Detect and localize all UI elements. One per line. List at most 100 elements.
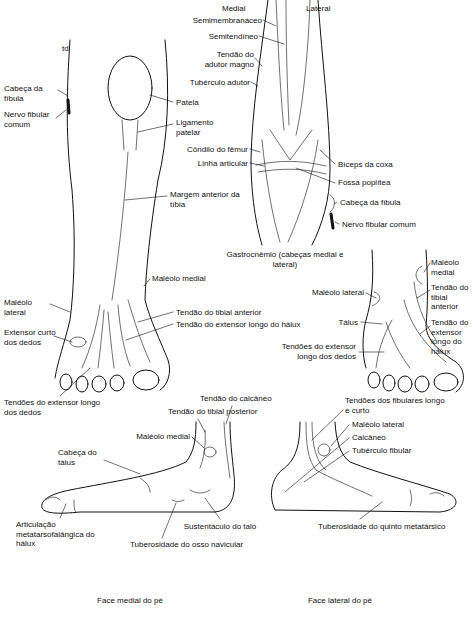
joint-line (258, 169, 326, 174)
toe (60, 374, 72, 390)
leader-line (250, 163, 264, 166)
toe (92, 376, 106, 392)
leader-line (361, 322, 382, 324)
leader-lines (50, 20, 430, 538)
leader-line (162, 503, 176, 538)
leader-line (312, 410, 343, 440)
leader-line (320, 150, 335, 164)
part-label: Bíceps da coxa (338, 160, 393, 170)
foot-outline (271, 422, 456, 512)
part-label: Maléolo lateral (312, 288, 364, 298)
leader-line (138, 124, 173, 132)
part-label: Tendões do extensor longo dos dedos (4, 398, 114, 417)
part-label: Tuberosidade do quinto metatársico (318, 522, 445, 532)
hamstring-line (276, 0, 284, 130)
malleolus-outline (416, 266, 422, 284)
leader-line (192, 437, 204, 448)
part-label: Tendão do tibial posterior (168, 407, 257, 417)
part-label: Face lateral do pé (308, 596, 372, 606)
part-label: Tálus (338, 318, 358, 328)
part-label: Extensor curto dos dedos (4, 328, 60, 347)
part-label: Tendão do tibial anterior (431, 283, 471, 312)
tendon-line (118, 305, 130, 366)
toe (383, 375, 395, 391)
part-label: Tendão do tibial anterior (176, 308, 261, 318)
tendon-line (82, 305, 114, 368)
leader-line (335, 222, 339, 224)
leader-line (424, 263, 430, 272)
malleolus-outline (372, 292, 380, 306)
part-label: Semitendíneo (209, 32, 258, 42)
part-label: Cabeça da fíbula (340, 198, 401, 208)
part-label: Nervo fibular comum (342, 220, 416, 230)
leader-line (331, 425, 349, 446)
hamstring-line (286, 0, 289, 125)
leader-line (56, 110, 66, 118)
part-label: Maléolo medial (136, 432, 190, 442)
leader-line (334, 202, 337, 204)
leader-line (198, 419, 205, 432)
part-label: Tendões do extensor longo dos dedos (274, 342, 356, 361)
leader-line (150, 95, 173, 102)
patellar-ligament (122, 120, 138, 150)
leader-line (417, 290, 430, 298)
part-label: Tendão do extensor longo do hálux (431, 318, 471, 356)
foot-outline (42, 422, 235, 513)
thigh-outline (312, 0, 330, 245)
nerve-mark (68, 100, 69, 113)
leader-line (359, 352, 384, 353)
leader-line (255, 58, 262, 66)
tendon-line (128, 300, 150, 362)
part-label: Articulação metatarsofalângica do hálux (16, 520, 106, 549)
tendon-line (200, 422, 230, 478)
toe (110, 375, 124, 391)
part-label: Patela (176, 98, 199, 108)
toe-nail (410, 490, 444, 506)
patella-outline (108, 56, 152, 120)
part-label: Maléolo lateral (4, 298, 54, 317)
part-label: Margem anterior da tíbia (170, 190, 242, 209)
toe (368, 372, 380, 388)
part-label: Fossa poplítea (338, 178, 390, 188)
part-label: Tendão do adutor magno (192, 50, 254, 69)
part-label: Maléolo medial (152, 274, 206, 284)
popliteal-fossa (270, 130, 312, 160)
leader-line (285, 438, 349, 492)
part-label: Semimembranáceo (193, 16, 262, 26)
toe (398, 376, 412, 392)
part-label: Sustentáculo do talo (184, 522, 257, 532)
toe (434, 373, 458, 391)
part-label: Maléolo medial (431, 258, 471, 277)
leg-outline (145, 40, 170, 390)
part-label: Tuberosidade do osso navicular (130, 540, 243, 550)
fibula-head (330, 195, 335, 212)
leader-line (296, 168, 335, 183)
joint-line (256, 161, 326, 166)
leader-line (304, 451, 349, 482)
leader-line (50, 304, 70, 312)
toe-nail (46, 497, 76, 512)
leader-line (250, 149, 260, 152)
leader-line (251, 82, 258, 86)
leader-line (138, 312, 173, 322)
bone-landmark (140, 478, 210, 502)
part-label: Face medial do pé (97, 596, 163, 606)
leader-line (420, 326, 430, 334)
nerve-mark (331, 214, 333, 228)
leader-line (60, 368, 90, 396)
part-label: Calcâneo (352, 433, 386, 443)
gastrocnemius-head (288, 140, 318, 242)
part-label: Cabeça do tálus (58, 448, 103, 467)
leader-line (54, 336, 72, 342)
biceps-line (296, 0, 310, 135)
leader-line (366, 293, 376, 298)
leader-line (58, 90, 68, 96)
part-label: Tendões dos fibulares longo e curto (345, 396, 445, 415)
part-label: Nervo fibular comum (4, 110, 62, 129)
part-label: Côndilo do fêmur (187, 145, 248, 155)
leg-outline (363, 250, 373, 368)
leader-line (205, 498, 220, 519)
tibia-margin (112, 152, 128, 300)
